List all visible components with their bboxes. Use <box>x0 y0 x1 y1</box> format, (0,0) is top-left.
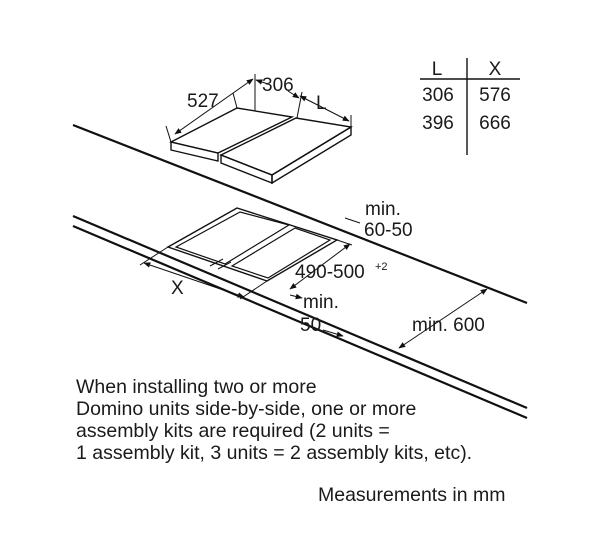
dimension-table: L X 306 576 396 666 <box>420 58 520 155</box>
ext-line-527-a <box>165 125 172 143</box>
table-header-l: L <box>432 59 443 80</box>
dim-arrow-306-b <box>287 90 300 99</box>
dim-line-600 <box>398 288 488 349</box>
label-rear-60-50: 60-50 <box>364 220 413 241</box>
label-front-min: min. <box>303 292 339 313</box>
label-x: X <box>171 278 184 299</box>
table-cell-x-2: 666 <box>479 113 511 134</box>
ext-line-x-a <box>139 246 169 266</box>
worktop-front-edge-bottom <box>72 224 528 420</box>
ext-line-527-b <box>232 92 238 109</box>
label-490-tolerance: +2 <box>375 261 388 273</box>
label-front-50: 50 <box>300 315 321 336</box>
ext-line-306-b <box>296 91 303 119</box>
table-cell-l-2: 396 <box>422 113 454 134</box>
hob-right-side <box>271 125 352 185</box>
label-min-600: min. 600 <box>412 315 485 336</box>
cutout: X 490-500 +2 min. 50 min. 60-50 min. 600 <box>139 199 488 349</box>
hob-left-front <box>170 141 219 162</box>
table-cell-l-1: 306 <box>422 85 454 106</box>
hob-right-front <box>220 153 273 185</box>
label-527: 527 <box>187 91 219 112</box>
dim-arrow-50-b <box>322 329 344 337</box>
hob-unit: 527 306 L <box>165 74 353 185</box>
table-header-x: X <box>489 59 502 80</box>
rear-clearance-ext <box>344 217 361 224</box>
worktop-front-edge-top <box>72 214 528 410</box>
worktop-back-edge <box>72 123 528 305</box>
dim-line-x <box>143 262 245 298</box>
worktop <box>72 123 528 420</box>
cutout-left-recess <box>174 211 291 265</box>
note-line-2: Domino units side-by-side, one or more <box>76 398 417 420</box>
dim-line-l <box>299 95 350 122</box>
dim-arrow-306 <box>255 79 269 85</box>
label-l: L <box>316 93 327 114</box>
label-490-500: 490-500 <box>295 262 365 283</box>
table-cell-x-1: 576 <box>479 85 511 106</box>
label-306: 306 <box>262 75 294 96</box>
dim-arrow-50-a <box>289 293 303 300</box>
dim-line-527 <box>174 78 254 135</box>
label-rear-min: min. <box>365 199 401 220</box>
cutout-right-recess <box>230 227 332 279</box>
note-line-3: assembly kits are required (2 units = <box>76 420 390 442</box>
note-line-4: 1 assembly kit, 3 units = 2 assembly kit… <box>76 442 473 464</box>
note-line-1: When installing two or more <box>76 376 317 398</box>
units-note: Measurements in mm <box>318 484 506 506</box>
installation-note: When installing two or more Domino units… <box>76 376 586 464</box>
dim-line-490 <box>289 243 351 290</box>
